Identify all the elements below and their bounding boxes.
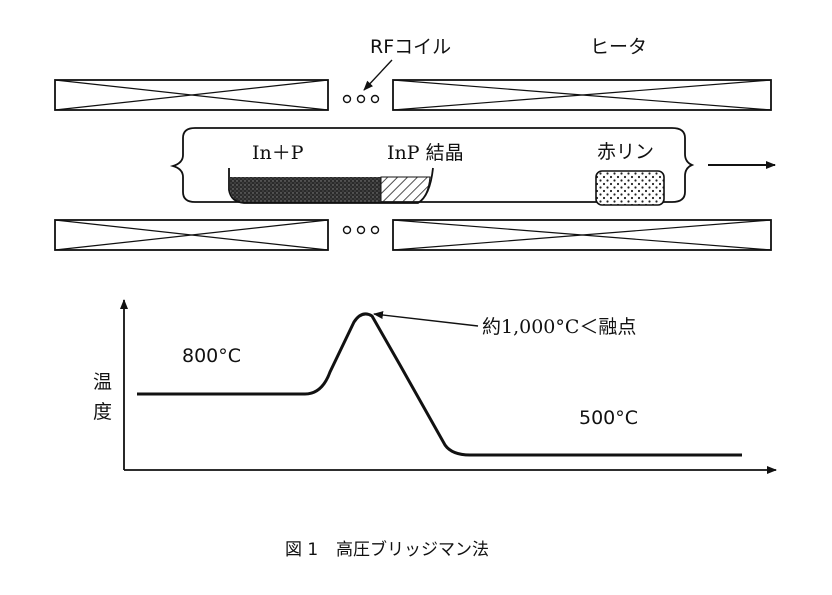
y-axis-label-2: 度 bbox=[93, 401, 112, 423]
ampoule bbox=[169, 127, 695, 203]
red-phosphorus-label: 赤リン bbox=[597, 141, 654, 163]
rf-coil-top bbox=[342, 94, 380, 104]
temp-500-label: 500°C bbox=[579, 407, 638, 429]
figure-number: 図 1 bbox=[285, 540, 318, 560]
peak-label: 約1,000°C＜融点 bbox=[482, 316, 636, 338]
peak-pointer bbox=[373, 311, 479, 327]
crystal-label: InP 結晶 bbox=[387, 142, 464, 164]
melt-region bbox=[230, 177, 381, 202]
red-phosphorus-block bbox=[595, 170, 665, 206]
rf-coil-bottom bbox=[342, 225, 380, 235]
figure-title: 高圧ブリッジマン法 bbox=[336, 539, 489, 560]
rf-coil-label: RFコイル bbox=[370, 36, 451, 58]
melt-label: In＋P bbox=[252, 142, 304, 164]
heater-label: ヒータ bbox=[590, 36, 647, 58]
temp-800-label: 800°C bbox=[182, 345, 241, 367]
rf-coil-pointer bbox=[363, 59, 393, 91]
boat-outline bbox=[228, 167, 434, 204]
temperature-curve bbox=[137, 312, 742, 457]
y-axis-label-1: 温 bbox=[93, 371, 112, 393]
heater-top-right bbox=[392, 79, 772, 111]
heater-top-left bbox=[54, 79, 329, 111]
boat bbox=[228, 167, 434, 204]
heater-bottom-right bbox=[392, 219, 772, 251]
heater-bottom-left bbox=[54, 219, 329, 251]
